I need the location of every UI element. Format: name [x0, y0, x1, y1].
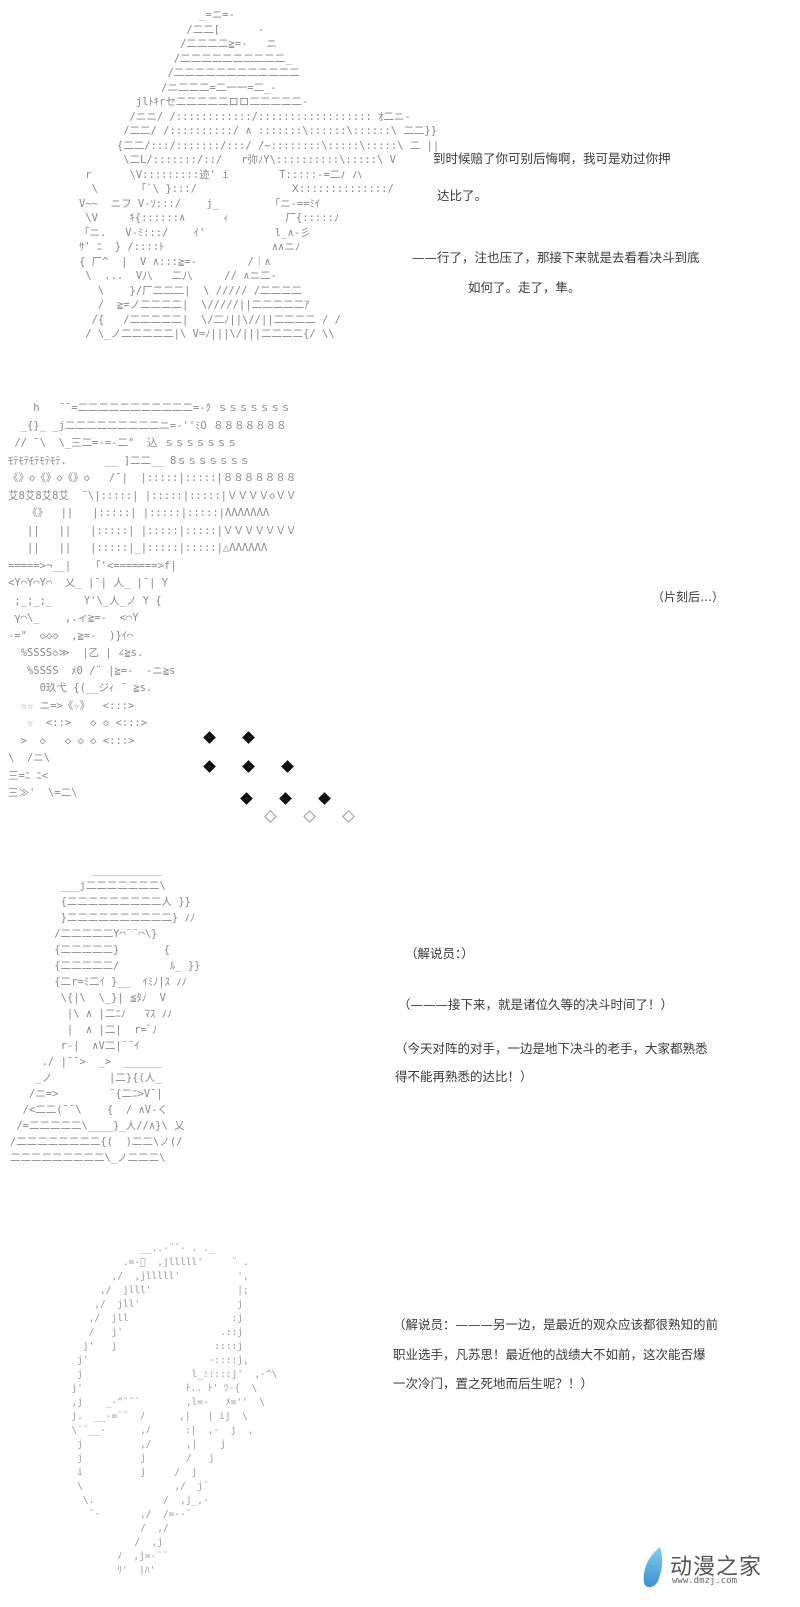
open-diamond-icon: [342, 810, 355, 823]
caption-line: 达比了。: [437, 188, 488, 203]
filled-diamond-icon: [318, 792, 331, 805]
fighter-outline-ascii-art: __..-¨¨- . ._ .=-ﾞ ,jlllll' ¨ . ,/ ,jlll…: [71, 1243, 278, 1576]
caption-line: （解说员：———另一边，是最近的观众应该都很熟知的前: [393, 1317, 719, 1332]
caption-line: 如何了。走了，隼。: [468, 280, 581, 295]
panel-4: __..-¨¨- . ._ .=-ﾞ ,jlllll' ¨ . ,/ ,jlll…: [0, 1180, 800, 1576]
open-diamond-icon: [303, 810, 316, 823]
caption-line: 职业选手，凡苏思！最近他的战绩大不如前，这次能否爆: [393, 1347, 706, 1362]
caption-line: （解说员：）: [405, 946, 474, 961]
caption-line: 一次冷门，置之死地而后生呢？！）: [393, 1376, 594, 1391]
panel-3: ___________ ___j二二二二二二二\ {二二二二二二二二二人 }} …: [0, 860, 800, 1180]
panel-1: _=ニ=- /二二[ - /二二二二≧=- ニ /二二二二二二二二二二_ /二二…: [0, 0, 800, 380]
watermark-url: www.dmzj.com: [672, 1576, 738, 1586]
caption-line: ——行了，注也压了，那接下来就是去看看决斗到底: [412, 250, 700, 265]
caption-line: （———接下来，就是诸位久等的决斗时间了！）: [398, 997, 674, 1012]
caption-line: （今天对阵的对手，一边是地下决斗的老手，大家都熟悉: [395, 1041, 708, 1056]
watermark-name: 动漫之家: [670, 1555, 763, 1580]
open-diamond-icon: [264, 810, 277, 823]
caption-line: 到时候赔了你可别后悔啊，我可是劝过你押: [433, 151, 671, 166]
dmzj-watermark: 动漫之家 www.dmzj.com: [640, 1545, 780, 1595]
arena-crowd-ascii-art: h ¯¯=二二二二二二二二二二二=-ｸ ｓｓｓｓｓｓｓ _{}_ _j二二二二二…: [8, 402, 297, 799]
wing-logo-icon: [643, 1547, 663, 1588]
panel-2: h ¯¯=二二二二二二二二二二二=-ｸ ｓｓｓｓｓｓｓ _{}_ _j二二二二二…: [0, 390, 800, 830]
caption-line: 得不能再熟悉的达比！）: [395, 1069, 533, 1084]
hooded-character-ascii-art: _=ニ=- /二二[ - /二二二二≧=- ニ /二二二二二二二二二二_ /二二…: [78, 9, 440, 340]
caption-line: （片刻后…）: [652, 590, 725, 604]
announcer-ascii-art: ___________ ___j二二二二二二二\ {二二二二二二二二二人 }} …: [10, 864, 201, 1164]
